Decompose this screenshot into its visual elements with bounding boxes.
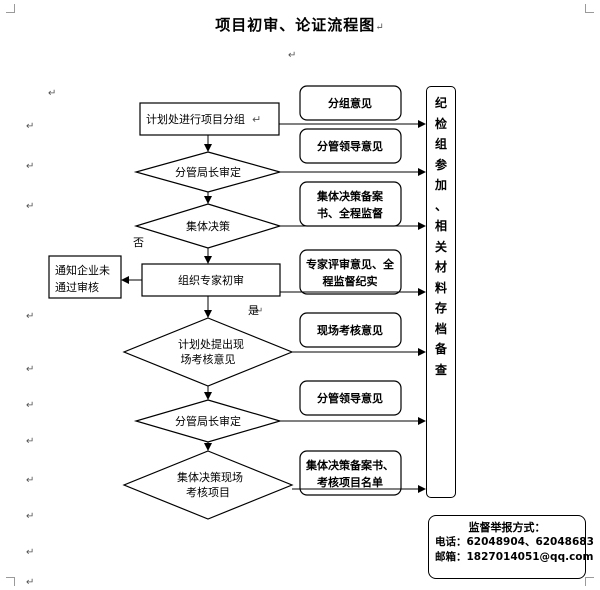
process-box-expert-review (141, 263, 281, 297)
archive-column-char: 、 (434, 198, 447, 213)
archive-column-char: 加 (434, 178, 447, 192)
reject-label-2: 通过审核 (55, 280, 99, 294)
note-text: 现场考核意见 (317, 323, 383, 337)
decision-label-director-1: 分管局长审定 (175, 165, 241, 179)
note-text: 专家评审意见、全 (306, 257, 395, 271)
decision-diamond-site-projects (122, 450, 294, 520)
note-text: 书、全程监督 (317, 206, 383, 220)
process-box-grouping (139, 102, 280, 136)
note-box-grouping-opinion (299, 85, 402, 121)
note-text: 集体决策备案书、 (305, 458, 394, 472)
archive-column-char: 关 (434, 239, 447, 254)
archive-column-char: 材 (434, 260, 447, 274)
note-box-leader-opinion-1 (299, 128, 402, 164)
paragraph-mark: ↵ (26, 121, 35, 132)
archive-column-char: 检 (434, 116, 447, 131)
contact-email: 邮箱：1827014051@qq.com (435, 551, 594, 563)
label-yes: 是 (248, 304, 259, 317)
reject-box (48, 255, 122, 299)
decision-diamond-site-opinion (122, 317, 294, 387)
note-box-site-opinion (299, 312, 402, 348)
paragraph-mark: ↵ (26, 161, 35, 172)
archive-column-char: 相 (434, 219, 447, 233)
archive-column-char: 组 (434, 137, 447, 151)
svg-text:↵: ↵ (252, 113, 261, 126)
decision-label-site-projects-2: 考核项目 (186, 485, 230, 499)
paragraph-mark: ↵ (26, 311, 35, 322)
paragraph-mark: ↵ (26, 364, 35, 375)
note-text: 分管领导意见 (317, 391, 383, 405)
archive-column-char: 料 (434, 280, 447, 295)
note-text: 分管领导意见 (317, 139, 383, 153)
decision-label-director-2: 分管局长审定 (175, 414, 241, 428)
paragraph-mark: ↵ (26, 201, 35, 212)
paragraph-mark: ↵ (26, 577, 35, 588)
reject-label-1: 通知企业未 (55, 263, 110, 277)
page-title: 项目初审、论证流程图↵ (215, 16, 385, 34)
paragraph-mark: ↵ (26, 436, 35, 447)
label-no: 否 (133, 236, 144, 249)
contact-box: 监督举报方式： 电话：62048904、62048683 邮箱：18270140… (428, 515, 594, 579)
note-text: 集体决策备案 (316, 189, 384, 203)
archive-column-char: 存 (434, 301, 447, 315)
contact-heading: 监督举报方式： (468, 521, 546, 534)
note-box-leader-opinion-2 (299, 380, 402, 416)
note-text: 程监督纪实 (323, 274, 378, 288)
paragraph-mark: ↵ (48, 88, 57, 99)
archive-column-char: 参 (434, 157, 447, 172)
paragraph-mark: ↵ (255, 306, 264, 317)
paragraph-mark: ↵ (26, 475, 35, 486)
note-box-collective-list (299, 450, 402, 496)
paragraph-mark: ↵ (288, 50, 297, 61)
archive-column: 纪检组参加、相关材料存档备查 (426, 86, 456, 498)
paragraph-mark: ↵ (26, 400, 35, 411)
decision-label-site-projects-1: 集体决策现场 (177, 470, 243, 484)
decision-label-site-opinion-2: 场考核意见 (181, 352, 236, 366)
note-box-expert-opinion (299, 249, 402, 295)
process-label-grouping: 计划处进行项目分组 (146, 112, 245, 126)
note-text: 考核项目名单 (317, 475, 383, 489)
paragraph-mark: ↵ (26, 511, 35, 522)
archive-column-char: 纪 (434, 96, 447, 110)
archive-column-char: 备 (434, 342, 447, 356)
process-label-expert-review: 组织专家初审 (178, 273, 244, 287)
note-text: 分组意见 (328, 96, 372, 110)
archive-column-char: 查 (434, 362, 447, 377)
contact-phone: 电话：62048904、62048683 (435, 536, 594, 548)
page-border (6, 4, 594, 586)
archive-column-char: 档 (434, 321, 447, 336)
decision-label-site-opinion-1: 计划处提出现 (178, 337, 244, 351)
decision-label-collective: 集体决策 (186, 219, 230, 233)
paragraph-mark: ↵ (26, 547, 35, 558)
